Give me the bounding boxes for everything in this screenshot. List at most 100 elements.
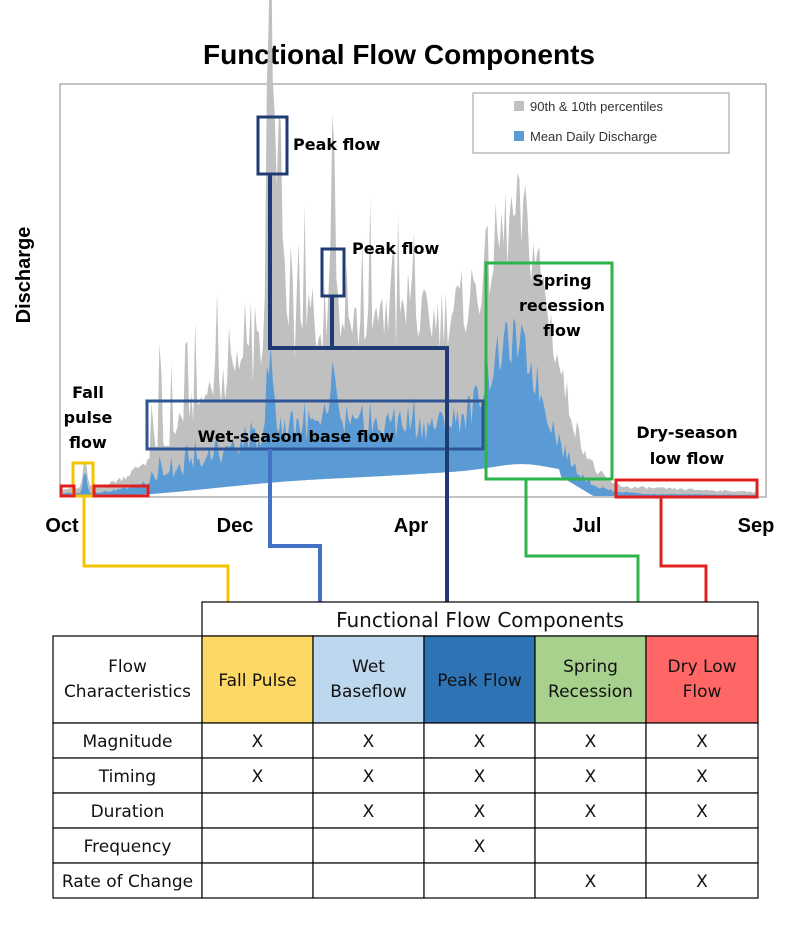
table-cell-value: X <box>474 767 486 787</box>
table-cell-value: X <box>585 732 597 752</box>
table-cell <box>645 792 759 829</box>
table-cell <box>645 827 759 864</box>
column-header-cell <box>312 635 425 724</box>
table-cell <box>645 722 759 759</box>
table-cell <box>534 827 647 864</box>
legend: 90th & 10th percentiles Mean Daily Disch… <box>472 92 730 154</box>
dry-label-1: Dry-season <box>636 423 737 442</box>
table-cell-value: X <box>585 802 597 822</box>
spring-label-1: Spring <box>532 271 591 290</box>
table-cell-value: X <box>696 802 708 822</box>
fall-label-1: Fall <box>72 383 104 402</box>
legend-label-percentiles: 90th & 10th percentiles <box>530 99 663 114</box>
table-cell <box>201 792 314 829</box>
fall-label-3: flow <box>69 433 107 452</box>
table-cell-value: X <box>585 767 597 787</box>
peak-flow-box-1 <box>256 115 289 176</box>
legend-label-mean: Mean Daily Discharge <box>530 129 657 144</box>
table-cell <box>312 827 425 864</box>
x-tick-dec: Dec <box>217 515 254 537</box>
table-cell <box>423 757 536 794</box>
row-header-label: Characteristics <box>64 682 191 702</box>
table-cell-value: X <box>474 837 486 857</box>
percentile-band <box>62 0 758 496</box>
table-cell-value: X <box>252 767 264 787</box>
table-cell <box>312 757 425 794</box>
table-cell <box>423 862 536 899</box>
table-cell <box>645 862 759 899</box>
table-cell <box>423 792 536 829</box>
legend-swatch-mean <box>514 131 524 141</box>
wet-season-label: Wet-season base flow <box>198 427 395 446</box>
mean-discharge-band <box>62 318 758 496</box>
table-cell <box>534 722 647 759</box>
arrow-spring-recession <box>524 479 644 636</box>
table-row-label: Timing <box>98 767 156 787</box>
x-tick-sep: Sep <box>738 515 775 537</box>
row-header-cell <box>52 635 203 724</box>
x-tick-jul: Jul <box>573 515 602 537</box>
column-header-label: Spring <box>563 657 618 677</box>
peak-connector-1 <box>268 174 449 497</box>
table-row-label-cell <box>52 862 203 899</box>
table-row-label-cell <box>52 827 203 864</box>
table-row-label: Duration <box>91 802 165 822</box>
column-header-label: Baseflow <box>330 682 407 702</box>
arrow-wet-baseflow <box>268 449 328 638</box>
table-header: Functional Flow Components <box>336 608 624 632</box>
table-cell <box>201 862 314 899</box>
x-tick-apr: Apr <box>394 515 429 537</box>
fall-pulse-box <box>71 461 95 498</box>
table-cell-value: X <box>363 767 375 787</box>
legend-swatch-percentiles <box>514 101 524 111</box>
column-header-label: Wet <box>352 657 385 677</box>
table-cell <box>534 862 647 899</box>
column-header-cell <box>423 635 536 724</box>
column-header-label: Recession <box>548 682 633 702</box>
table-cell-value: X <box>252 732 264 752</box>
dry-box-left-2 <box>92 484 150 498</box>
table-cell-value: X <box>474 732 486 752</box>
table-cell-value: X <box>474 802 486 822</box>
x-tick-oct: Oct <box>45 515 79 537</box>
peak-flow-label-2: Peak flow <box>352 239 439 258</box>
column-header-cell <box>645 635 759 724</box>
row-header-label: Flow <box>108 657 147 677</box>
table-header-cell <box>201 601 759 637</box>
table-row-label: Magnitude <box>82 732 172 752</box>
fall-label-2: pulse <box>64 408 113 427</box>
column-header-cell <box>534 635 647 724</box>
spring-label-3: flow <box>543 321 581 340</box>
table-row-label-cell <box>52 722 203 759</box>
table-cell-value: X <box>696 767 708 787</box>
table-cell <box>423 827 536 864</box>
dry-season-box <box>614 478 759 499</box>
dry-label-2: low flow <box>650 449 725 468</box>
dry-box-left-1 <box>59 484 76 498</box>
spring-label-2: recession <box>519 296 605 315</box>
column-header-label: Peak Flow <box>437 671 522 691</box>
table-cell-value: X <box>363 802 375 822</box>
spring-recession-box <box>484 261 614 481</box>
column-header-label: Dry Low <box>667 657 736 677</box>
chart-title: Functional Flow Components <box>203 39 595 70</box>
table-cell-value: X <box>696 872 708 892</box>
table-cell-value: X <box>696 732 708 752</box>
flow-characteristics-table: Functional Flow Components FlowCharacter… <box>52 601 759 899</box>
table-cell <box>201 827 314 864</box>
column-header-label: Fall Pulse <box>218 671 296 691</box>
table-cell <box>312 862 425 899</box>
y-axis-label: Discharge <box>13 227 35 324</box>
arrow-dry-low-flow <box>659 497 712 636</box>
arrow-fall-pulse <box>82 497 234 636</box>
table-cell <box>423 722 536 759</box>
column-header-label: Flow <box>683 682 722 702</box>
wet-season-box <box>145 399 485 451</box>
table-cell-value: X <box>585 872 597 892</box>
table-row-label: Frequency <box>84 837 172 857</box>
table-cell-value: X <box>363 732 375 752</box>
table-cell <box>201 722 314 759</box>
peak-flow-label-1: Peak flow <box>293 135 380 154</box>
column-header-cell <box>201 635 314 724</box>
